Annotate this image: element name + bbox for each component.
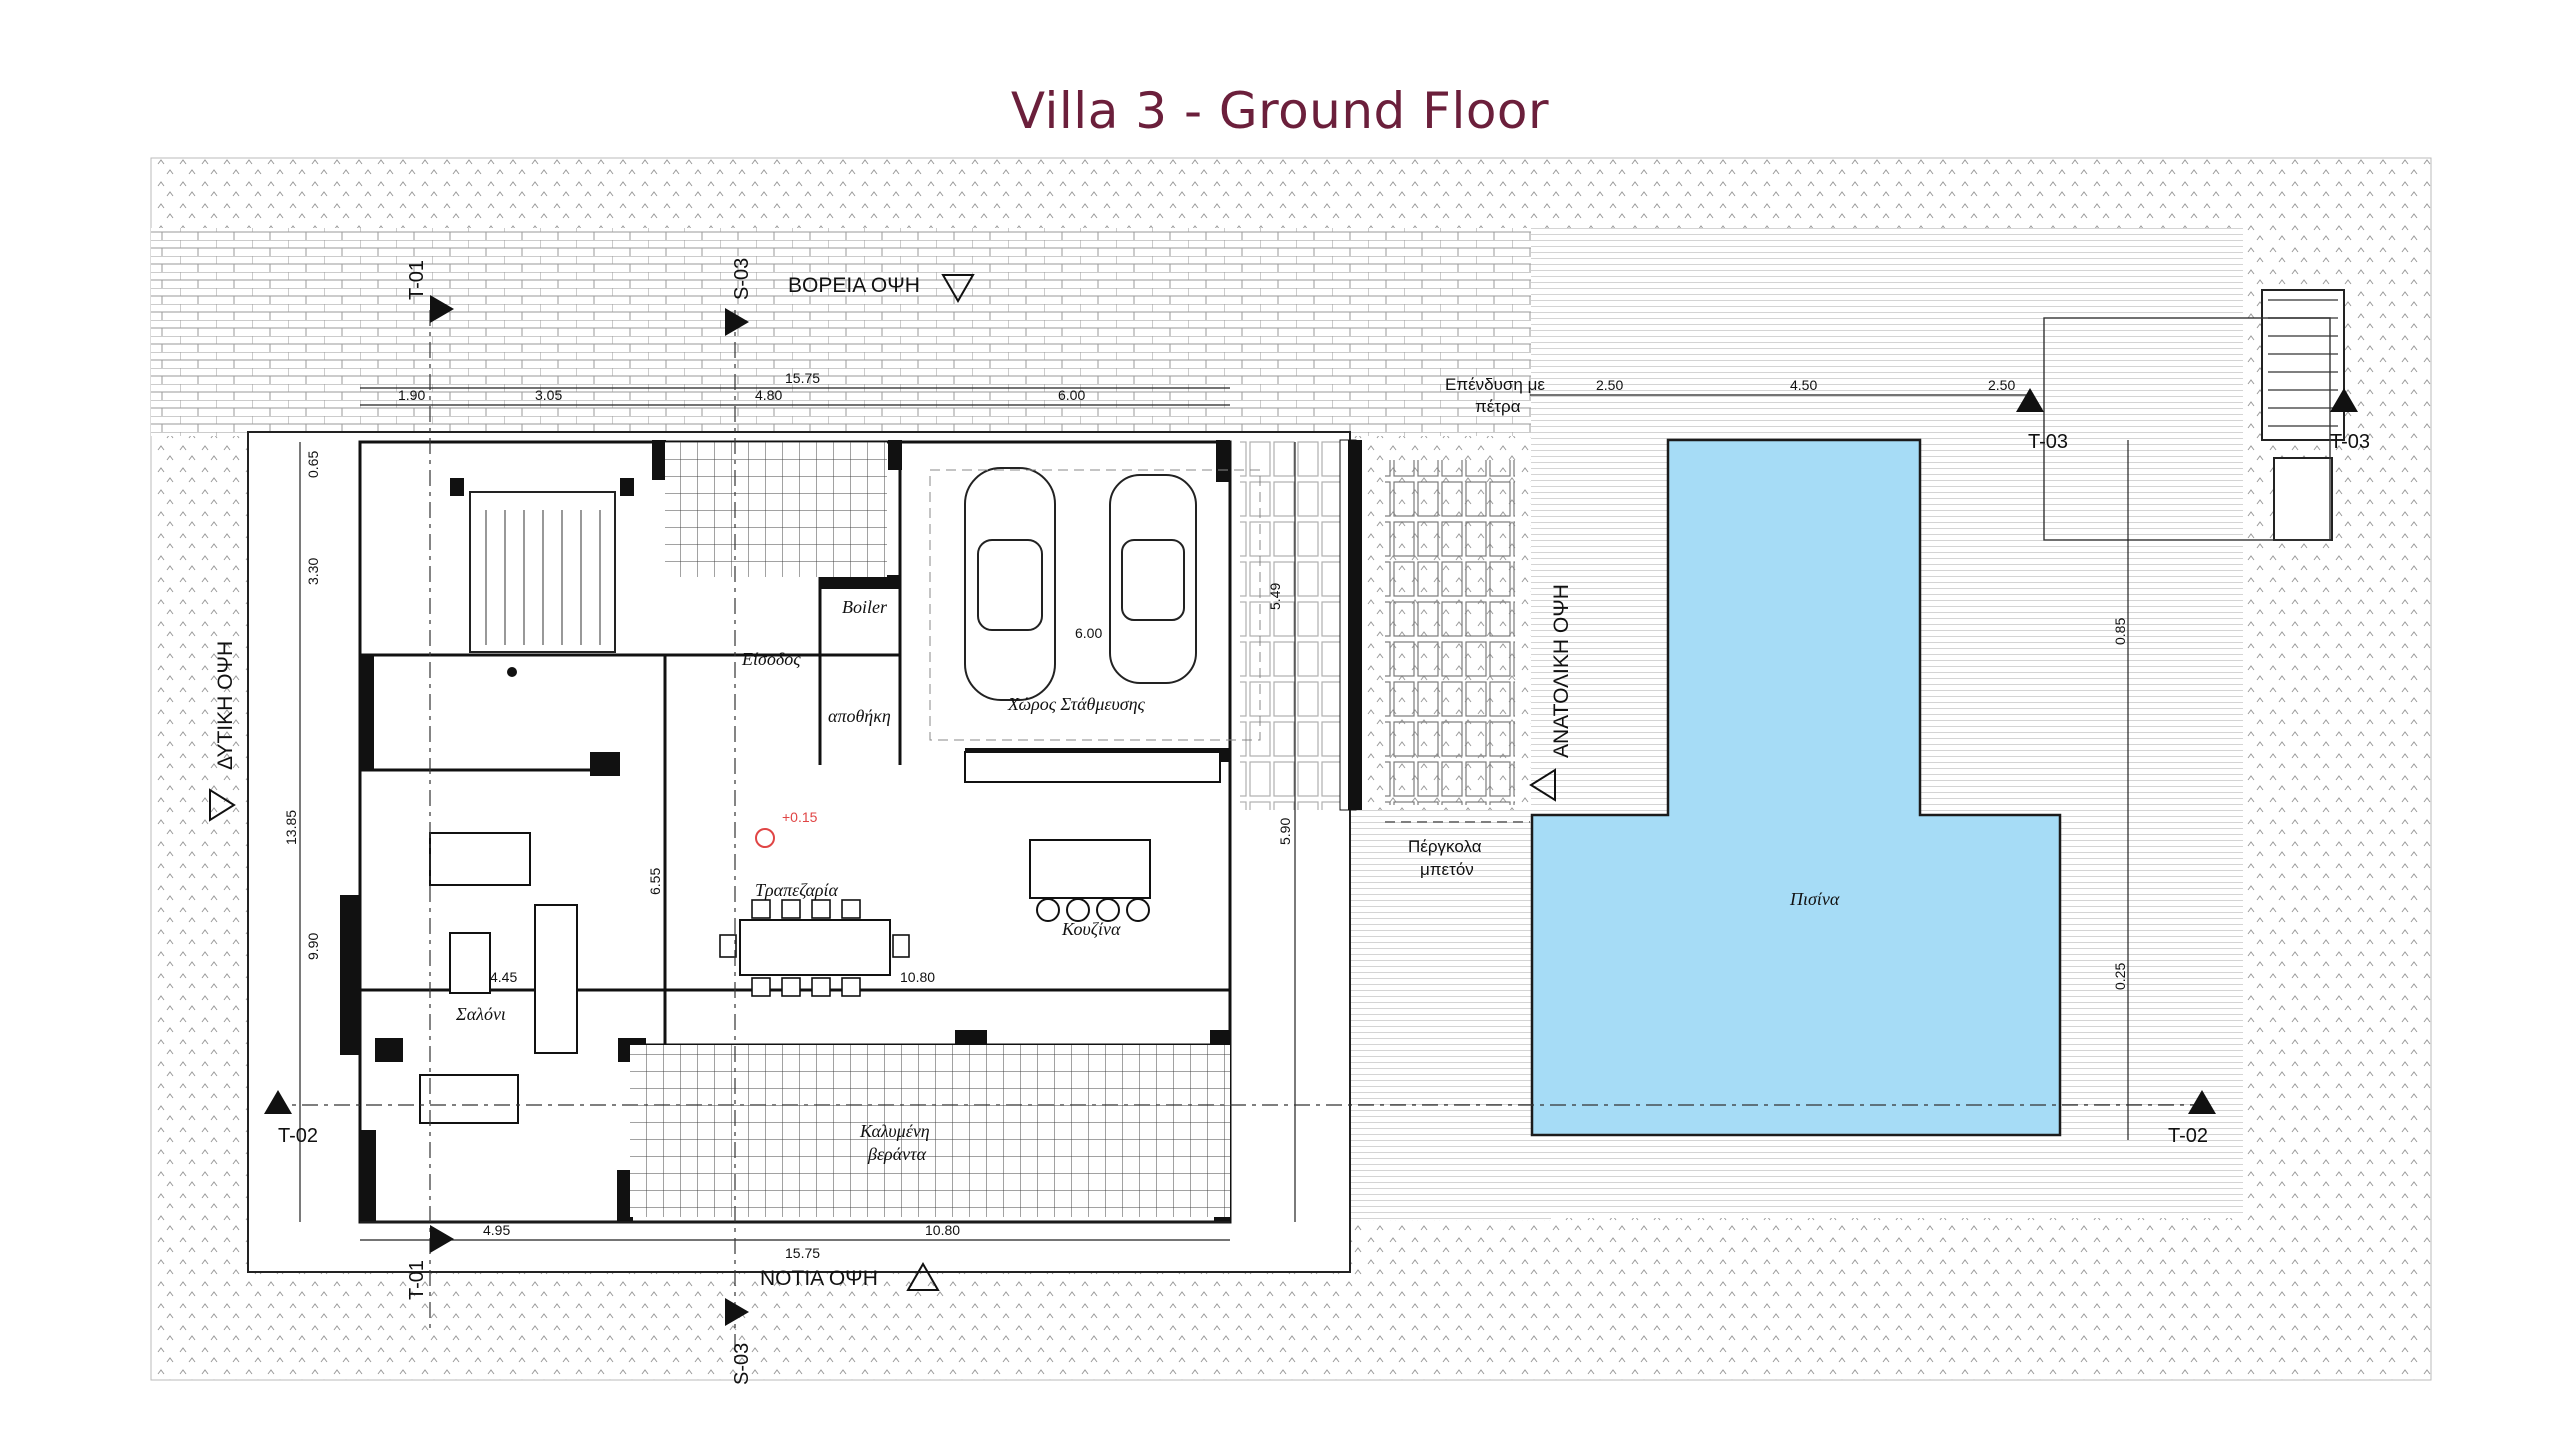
dim-top-total: 15.75 (785, 370, 820, 386)
dim-left-1: 0.65 (305, 451, 321, 478)
room-boiler: Boiler (842, 597, 888, 617)
stone-cladding-label-2: πέτρα (1475, 397, 1521, 416)
section-s03-bottom: S-03 (731, 1343, 753, 1385)
north-paving (151, 228, 1531, 436)
veranda-tiles (630, 1045, 1230, 1217)
dim-interior-4-45: 4.45 (490, 969, 517, 985)
room-dining: Τραπεζαρία (755, 880, 839, 900)
stone-cladding-label-1: Επένδυση με (1445, 375, 1545, 394)
dim-top-2: 3.05 (535, 387, 562, 403)
section-t01-top: T-01 (406, 260, 428, 300)
section-t03-left: T-03 (2028, 431, 2068, 453)
room-veranda-1: Καλυμένη (859, 1121, 930, 1141)
living-furniture (419, 832, 578, 1124)
south-elevation-label: ΝΟΤΙΑ ΟΨΗ (760, 1267, 878, 1290)
section-s03-top: S-03 (731, 258, 753, 300)
stair-right (2261, 289, 2345, 441)
dim-top-1: 1.90 (398, 387, 425, 403)
room-living: Σαλόνι (455, 1004, 506, 1024)
section-arrows (264, 295, 2358, 1326)
dim-top-4: 6.00 (1058, 387, 1085, 403)
west-elevation-label: ΔΥΤΙΚΗ ΟΨΗ (214, 641, 237, 770)
pergola-label-1: Πέργκολα (1408, 837, 1482, 856)
dim-pool-3: 2.50 (1988, 377, 2015, 393)
dim-bottom-2: 10.80 (925, 1222, 960, 1238)
dining-table (739, 919, 891, 976)
concrete-pergola (1385, 460, 1515, 805)
dim-interior-5-49: 5.49 (1267, 583, 1283, 610)
dim-interior-6-00: 6.00 (1075, 625, 1102, 641)
kitchen-island (1029, 839, 1151, 899)
dim-interior-5-90: 0.25 (2112, 963, 2128, 990)
section-t02-left: T-02 (278, 1125, 318, 1147)
room-storage: αποθήκη (828, 706, 891, 726)
dim-interior-13-85: 5.90 (1277, 818, 1293, 845)
section-t03-right: T-03 (2330, 431, 2370, 453)
room-kitchen: Κουζίνα (1061, 919, 1121, 939)
dim-interior-6-71: 0.85 (2112, 618, 2128, 645)
north-elevation-label: ΒΟΡΕΙΑ ΟΨΗ (788, 274, 920, 297)
entrance-tiles (665, 442, 887, 577)
dim-interior-6-55: 6.55 (647, 868, 663, 895)
dim-top-3: 4.80 (755, 387, 782, 403)
room-veranda-2: βεράντα (867, 1144, 927, 1164)
kitchen-counter (964, 751, 1221, 783)
cars (964, 467, 1197, 701)
east-elevation-label: ΑΝΑΤΟΛΙΚΗ ΟΨΗ (1550, 584, 1573, 758)
dim-left-3: 9.90 (305, 933, 321, 960)
dim-bottom-1: 4.95 (483, 1222, 510, 1238)
dim-left-2: 3.30 (305, 558, 321, 585)
room-entrance: Είσοδος (741, 649, 801, 669)
dim-left-total: 13.85 (283, 810, 299, 845)
bar-stools (1036, 898, 1150, 922)
dim-pool-2: 4.50 (1790, 377, 1817, 393)
pool (1530, 438, 2062, 1137)
pergola-label-2: μπετόν (1420, 860, 1474, 879)
dim-interior-10-80: 10.80 (900, 969, 935, 985)
room-pool: Πισίνα (1789, 889, 1840, 909)
section-t02-right: T-02 (2168, 1125, 2208, 1147)
drawing-title: Villa 3 - Ground Floor (1010, 82, 1550, 140)
dim-pool-1: 2.50 (1596, 377, 1623, 393)
room-parking: Χώρος Στάθμευσης (1007, 694, 1146, 714)
elevation-triangles (209, 274, 1556, 1291)
level-marker: +0.15 (782, 809, 818, 825)
dim-bottom-total: 15.75 (785, 1245, 820, 1261)
section-t01-bottom: T-01 (406, 1260, 428, 1300)
